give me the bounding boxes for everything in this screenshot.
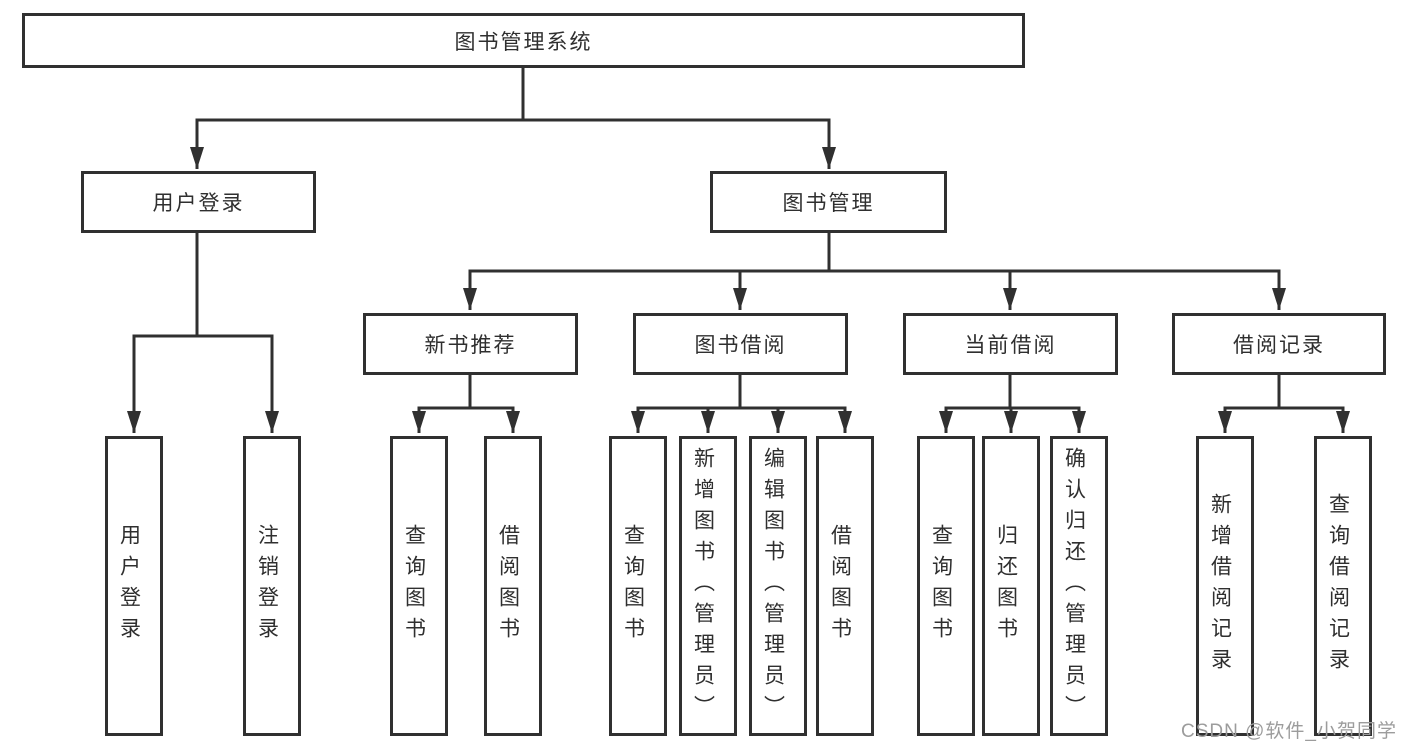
connectors-user-login — [127, 231, 279, 433]
leaf-label: 注销登录 — [255, 524, 279, 648]
leaf-label: 确认归还（管理员） — [1062, 446, 1086, 726]
node-leaf-borrow-book-borrow: 借阅图书 — [816, 436, 874, 736]
node-current-borrow: 当前借阅 — [903, 313, 1118, 375]
node-leaf-query-borrow-record: 查询借阅记录 — [1314, 436, 1372, 736]
node-leaf-borrow-book-rec: 借阅图书 — [484, 436, 542, 736]
connectors-book-mgmt — [463, 231, 1286, 310]
csdn-watermark: CSDN @软件_小贺同学 — [1181, 721, 1397, 742]
leaf-label: 查询图书 — [621, 524, 645, 648]
leaf-label: 借阅图书 — [496, 524, 520, 648]
leaf-label: 查询借阅记录 — [1326, 493, 1350, 679]
connectors-root — [190, 66, 836, 169]
leaf-label: 新增借阅记录 — [1208, 493, 1232, 679]
node-leaf-add-borrow-record: 新增借阅记录 — [1196, 436, 1254, 736]
node-leaf-confirm-return-admin: 确认归还（管理员） — [1050, 436, 1108, 736]
node-leaf-edit-book-admin: 编辑图书（管理员） — [749, 436, 807, 736]
node-leaf-query-book-rec: 查询图书 — [390, 436, 448, 736]
node-leaf-logout: 注销登录 — [243, 436, 301, 736]
connectors-new-book-rec — [412, 373, 520, 433]
node-leaf-user-login: 用户登录 — [105, 436, 163, 736]
leaf-label: 查询图书 — [929, 524, 953, 648]
node-leaf-query-book-current: 查询图书 — [917, 436, 975, 736]
leaf-label: 用户登录 — [117, 524, 141, 648]
leaf-label: 编辑图书（管理员） — [761, 446, 785, 726]
node-root: 图书管理系统 — [22, 13, 1025, 68]
leaf-label: 借阅图书 — [828, 524, 852, 648]
node-borrow-record: 借阅记录 — [1172, 313, 1386, 375]
connectors-borrow-record — [1218, 373, 1350, 433]
leaf-label: 归还图书 — [994, 524, 1018, 648]
node-book-management: 图书管理 — [710, 171, 947, 233]
leaf-label: 查询图书 — [402, 524, 426, 648]
leaf-label: 新增图书（管理员） — [691, 446, 715, 726]
connectors-book-borrow — [631, 373, 852, 433]
connectors-current-borrow — [939, 373, 1086, 433]
node-new-book-recommend: 新书推荐 — [363, 313, 578, 375]
node-book-borrow: 图书借阅 — [633, 313, 848, 375]
node-leaf-add-book-admin: 新增图书（管理员） — [679, 436, 737, 736]
node-leaf-return-book: 归还图书 — [982, 436, 1040, 736]
node-leaf-query-book-borrow: 查询图书 — [609, 436, 667, 736]
node-user-login: 用户登录 — [81, 171, 316, 233]
